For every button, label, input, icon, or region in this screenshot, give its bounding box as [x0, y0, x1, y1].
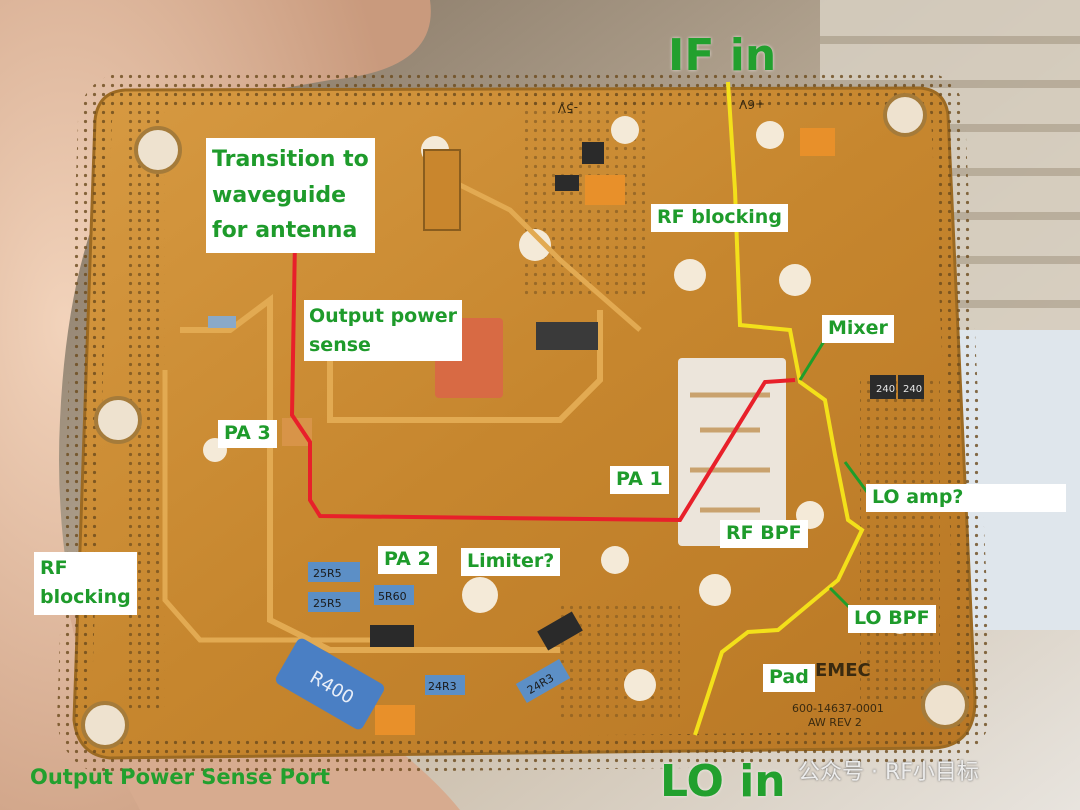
rf-bpf-label: RF BPF	[720, 520, 808, 548]
transition-waveguide-label: Transition to waveguide for antenna	[206, 138, 375, 253]
lo-amp-label: LO amp?	[866, 484, 1066, 512]
pad-label: Pad	[763, 664, 815, 692]
limiter-label: Limiter?	[461, 548, 561, 576]
transition-line-1: Transition to	[212, 147, 369, 172]
marking-m1: -5V	[557, 101, 578, 115]
marking-m11: EMEC	[815, 660, 871, 681]
pa2-label: PA 2	[378, 546, 437, 574]
marking-m6: 25R5	[313, 597, 342, 610]
mixer-pointer	[798, 337, 828, 381]
marking-m4: 240	[903, 384, 922, 395]
transition-line-2: waveguide	[212, 182, 347, 208]
lo-bpf-label: LO BPF	[848, 605, 936, 633]
marking-m12: 600-14637-0001	[792, 702, 884, 715]
output-power-sense-port-label: Output Power Sense Port	[30, 765, 330, 789]
rf-bpf-substrate	[678, 358, 786, 546]
lo-amp-pointer	[843, 461, 872, 497]
hand	[0, 0, 431, 810]
marking-m7: 5R60	[378, 590, 407, 603]
output-power-sense-label: Output power sense	[304, 300, 463, 361]
ops-line-2: sense	[309, 333, 371, 356]
rf-blocking-top-label: RF blocking	[651, 204, 788, 232]
lo-in-label: LO in	[660, 756, 786, 807]
rf-blocking-left-label: RF blocking	[34, 552, 137, 615]
marking-m5: 25R5	[313, 567, 342, 580]
rfb-left-line-2: blocking	[40, 586, 131, 609]
ops-line-1: Output power	[309, 305, 458, 327]
pa3-label: PA 3	[218, 420, 277, 448]
rfb-left-line-1: RF	[40, 557, 68, 579]
transition-line-3: for antenna	[212, 218, 358, 244]
marking-m2: +6V	[738, 97, 765, 111]
marking-m3: 240	[876, 384, 895, 395]
pa1-label: PA 1	[610, 466, 669, 494]
marking-m9: 24R3	[428, 680, 457, 693]
mixer-label: Mixer	[822, 315, 894, 343]
rf-path	[289, 239, 796, 523]
watermark: 公众号 · RF小目标	[798, 760, 979, 785]
if-lo-path	[693, 81, 865, 736]
if-in-label: IF in	[668, 30, 777, 81]
marking-m13: AW REV 2	[808, 716, 862, 729]
